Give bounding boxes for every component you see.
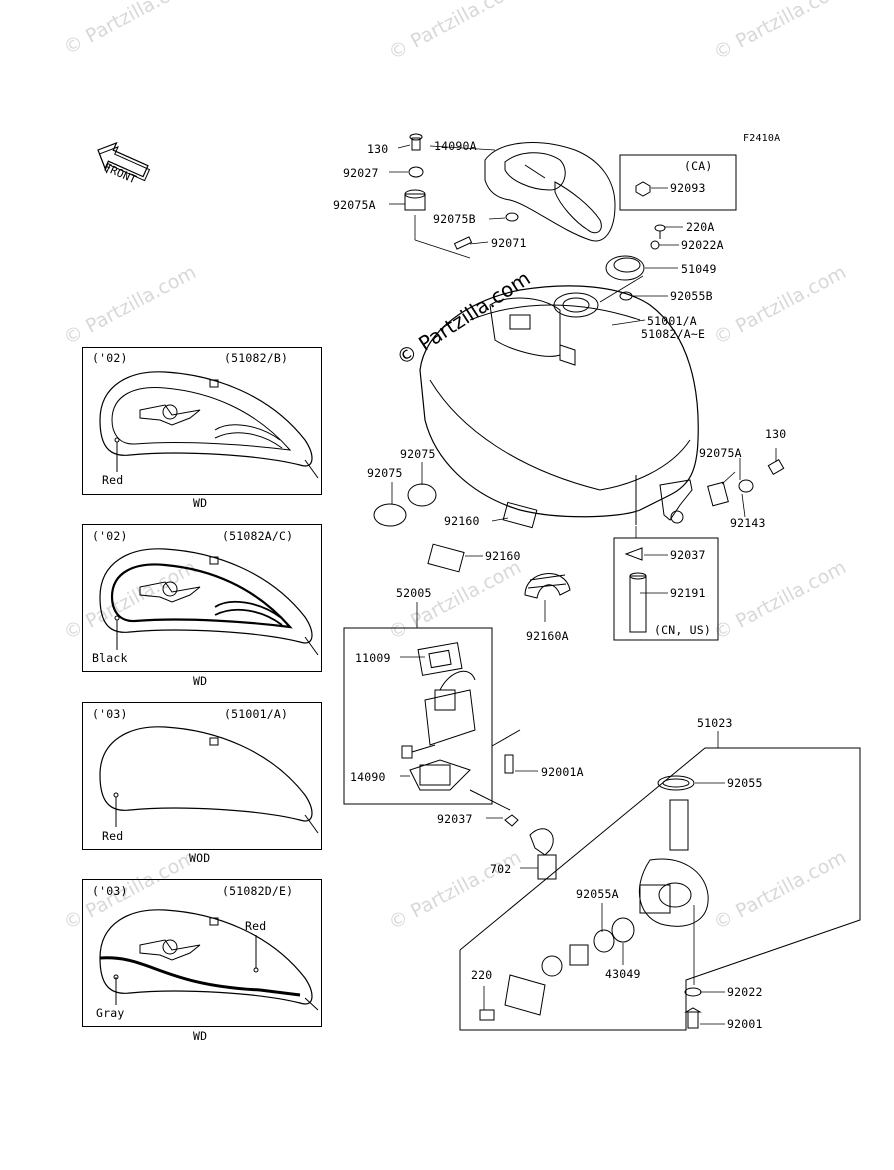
part-callout[interactable]: 92075B <box>433 212 476 226</box>
part-callout[interactable]: 51082/A~E <box>641 327 706 341</box>
part-callout[interactable]: 92001 <box>727 1017 763 1031</box>
part-callout[interactable]: 51023 <box>697 716 733 730</box>
variant-box <box>82 879 322 1027</box>
part-callout[interactable]: 92037 <box>437 812 473 826</box>
variant-code: WD <box>193 496 208 510</box>
front-arrow-icon <box>97 141 151 182</box>
fittings <box>504 814 557 880</box>
variant-color-secondary: Red <box>245 919 267 933</box>
variant-box <box>82 524 322 672</box>
fuel-tank <box>419 285 699 525</box>
rubber-parts <box>373 483 571 599</box>
part-callout[interactable]: 92022 <box>727 985 763 999</box>
part-callout[interactable]: 92027 <box>343 166 379 180</box>
variant-part: (51082A/C) <box>222 529 294 543</box>
part-callout[interactable]: 92075 <box>400 447 436 461</box>
fuel-pump-assembly <box>343 627 521 811</box>
part-callout[interactable]: 92160 <box>444 514 480 528</box>
part-callout[interactable]: 130 <box>765 427 787 441</box>
part-callout[interactable]: 92143 <box>730 516 766 530</box>
variant-year: ('03) <box>92 884 128 898</box>
part-callout[interactable]: 51049 <box>681 262 717 276</box>
variant-year: ('02) <box>92 529 128 543</box>
part-callout[interactable]: 92055B <box>670 289 713 303</box>
variant-color: Red <box>102 829 124 843</box>
variant-color: Black <box>92 651 128 665</box>
variant-year: ('02) <box>92 351 128 365</box>
variant-box <box>82 347 322 495</box>
part-callout[interactable]: 92075 <box>367 466 403 480</box>
part-callout[interactable]: 702 <box>490 862 512 876</box>
part-callout[interactable]: 51001/A <box>647 314 697 328</box>
part-callout[interactable]: 52005 <box>396 586 432 600</box>
variant-color: Red <box>102 473 124 487</box>
variant-year: ('03) <box>92 707 128 721</box>
part-callout[interactable]: 130 <box>367 142 389 156</box>
variant-color: Gray <box>96 1006 125 1020</box>
variant-box <box>82 702 322 850</box>
part-callout[interactable]: 14090 <box>350 770 386 784</box>
part-callout[interactable]: 92055 <box>727 776 763 790</box>
part-callout[interactable]: 43049 <box>605 967 641 981</box>
fuel-valve-assembly <box>459 747 861 1031</box>
part-callout[interactable]: 92075A <box>333 198 376 212</box>
part-callout[interactable]: 14090A <box>434 139 477 153</box>
part-callout[interactable]: 220 <box>471 968 493 982</box>
variant-part: (51001/A) <box>224 707 289 721</box>
part-callout[interactable]: 92022A <box>681 238 724 252</box>
part-callout[interactable]: 92037 <box>670 548 706 562</box>
part-callout[interactable]: 92001A <box>541 765 584 779</box>
tank-console <box>484 142 616 242</box>
part-callout[interactable]: 92191 <box>670 586 706 600</box>
part-callout[interactable]: 92160A <box>526 629 569 643</box>
leader-lines <box>389 144 777 1025</box>
variant-code: WOD <box>189 851 211 865</box>
part-callout[interactable]: 92055A <box>576 887 619 901</box>
part-callout[interactable]: (CN, US) <box>654 623 711 637</box>
part-callout[interactable]: 92093 <box>670 181 706 195</box>
part-callout[interactable]: 220A <box>686 220 715 234</box>
variant-part: (51082/B) <box>224 351 289 365</box>
variant-code: WD <box>193 674 208 688</box>
part-callout[interactable]: (CA) <box>684 159 713 173</box>
part-callout[interactable]: 92075A <box>699 446 742 460</box>
variant-part: (51082D/E) <box>222 884 294 898</box>
part-callout[interactable]: 11009 <box>355 651 391 665</box>
variant-code: WD <box>193 1029 208 1043</box>
kawasaki-wing-logo-icon <box>139 581 201 603</box>
figure-code: F2410A <box>743 133 781 144</box>
kawasaki-wing-logo-icon <box>139 939 201 961</box>
part-callout[interactable]: 92160 <box>485 549 521 563</box>
part-callout[interactable]: 92071 <box>491 236 527 250</box>
small-parts-right <box>613 458 785 641</box>
variant-tank-drawings <box>99 371 319 1011</box>
kawasaki-wing-logo-icon <box>139 404 201 426</box>
